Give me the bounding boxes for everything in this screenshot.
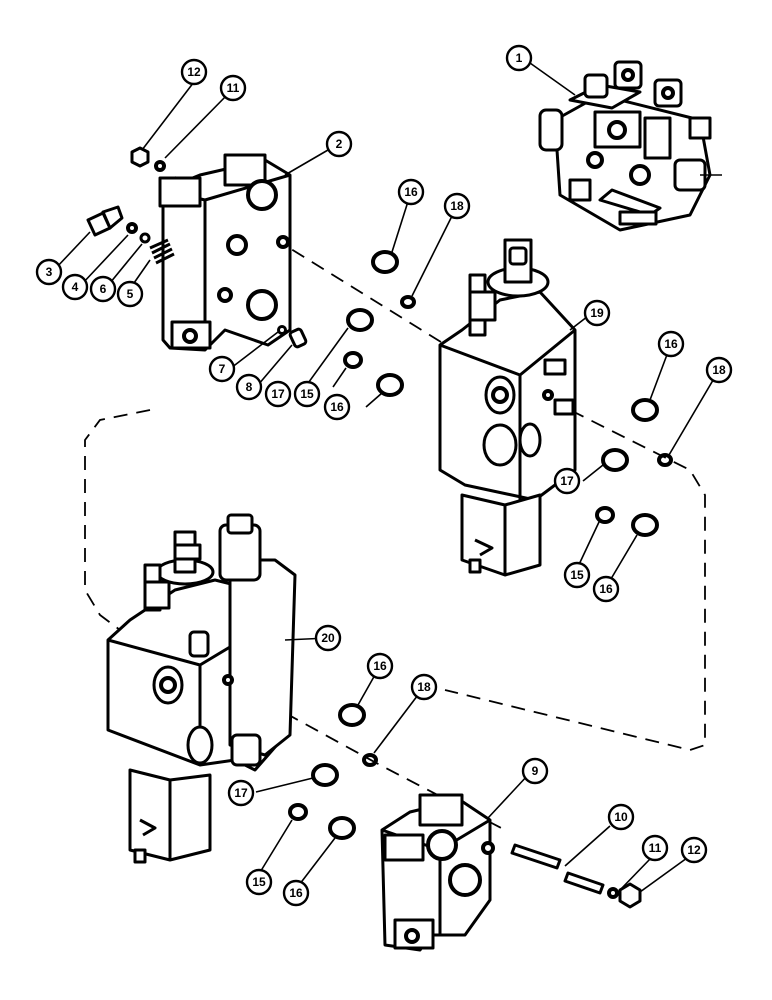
svg-text:18: 18	[450, 199, 464, 213]
svg-text:10: 10	[614, 810, 628, 824]
callout-4: 4	[61, 273, 89, 301]
svg-text:19: 19	[590, 306, 604, 320]
seal-ring-15	[343, 351, 363, 369]
callout-16-e: 16	[366, 652, 394, 680]
tie-stud-10	[510, 843, 605, 895]
callout-11-top: 11	[219, 74, 247, 102]
svg-text:17: 17	[234, 786, 248, 800]
seal-ring-17	[601, 448, 629, 472]
callout-5: 5	[116, 280, 144, 308]
poppet-6	[139, 232, 151, 244]
seal-ring-16	[328, 816, 356, 840]
callout-19: 19	[583, 299, 611, 327]
seal-ring-16	[338, 703, 366, 727]
washer-11-top	[154, 160, 166, 172]
svg-text:18: 18	[712, 363, 726, 377]
seal-ring-17	[346, 308, 374, 332]
callout-15-lower: 15	[245, 868, 273, 896]
seal-ring-15	[595, 506, 615, 524]
callout-15-middle: 15	[563, 561, 591, 589]
callout-17-lower: 17	[227, 779, 255, 807]
callout-9: 9	[521, 757, 549, 785]
ball-7	[277, 325, 287, 335]
seal-ring-18	[657, 453, 673, 467]
seal-ring-16	[631, 398, 659, 422]
svg-text:2: 2	[336, 137, 343, 151]
svg-text:11: 11	[649, 841, 662, 855]
callout-16-a: 16	[397, 178, 425, 206]
plug-8	[288, 327, 308, 349]
callout-16-b: 16	[323, 393, 351, 421]
svg-text:16: 16	[664, 337, 678, 351]
svg-text:9: 9	[532, 764, 539, 778]
leader-lines	[55, 62, 720, 893]
callout-18-middle: 18	[705, 356, 733, 384]
svg-text:1: 1	[516, 51, 523, 65]
inlet-cover-plate	[158, 153, 292, 352]
svg-text:11: 11	[227, 81, 240, 95]
svg-text:15: 15	[300, 387, 314, 401]
svg-text:15: 15	[570, 568, 584, 582]
callout-16-c: 16	[657, 330, 685, 358]
callout-17-upper: 17	[264, 380, 292, 408]
callout-8: 8	[235, 373, 263, 401]
seal-ring-15	[288, 803, 308, 821]
control-section-19	[438, 238, 577, 577]
svg-text:15: 15	[252, 875, 266, 889]
svg-text:16: 16	[289, 886, 303, 900]
outlet-cover-plate	[380, 793, 495, 952]
seal-ring-16	[631, 513, 659, 537]
seal-ring-16	[376, 373, 404, 397]
callout-6: 6	[89, 275, 117, 303]
spring-5	[149, 238, 175, 265]
svg-text:17: 17	[560, 474, 574, 488]
svg-text:12: 12	[187, 65, 201, 79]
svg-text:16: 16	[330, 400, 344, 414]
svg-text:12: 12	[687, 843, 701, 857]
fitting-3	[86, 205, 124, 237]
callout-10: 10	[607, 803, 635, 831]
callout-16-d: 16	[592, 575, 620, 603]
nut-12-bottom	[618, 882, 642, 909]
svg-text:16: 16	[599, 582, 613, 596]
callout-16-f: 16	[282, 879, 310, 907]
svg-text:5: 5	[127, 287, 134, 301]
seal-ring-16	[371, 250, 399, 274]
svg-text:20: 20	[321, 631, 335, 645]
callout-18-upper: 18	[443, 192, 471, 220]
callout-18-lower: 18	[410, 673, 438, 701]
svg-text:16: 16	[404, 185, 418, 199]
svg-text:8: 8	[246, 380, 253, 394]
nut-12-top	[130, 146, 150, 168]
control-section-20	[106, 513, 297, 864]
svg-text:16: 16	[373, 659, 387, 673]
callout-12-top: 12	[180, 58, 208, 86]
valve-assembly-overview	[538, 60, 722, 232]
seal-ring-18	[362, 753, 378, 767]
svg-text:18: 18	[417, 680, 431, 694]
callout-7: 7	[208, 355, 236, 383]
callout-11-bottom: 11	[641, 834, 669, 862]
callout-20: 20	[314, 624, 342, 652]
washer-11-bottom	[607, 887, 619, 899]
svg-text:17: 17	[271, 387, 285, 401]
o-ring-4	[126, 222, 138, 234]
callout-3: 3	[35, 258, 63, 286]
svg-text:3: 3	[46, 265, 53, 279]
callout-17-middle: 17	[553, 467, 581, 495]
svg-text:6: 6	[100, 282, 107, 296]
callout-2: 2	[325, 130, 353, 158]
seal-ring-17	[311, 763, 339, 787]
seal-ring-18	[400, 295, 416, 309]
seal-rings	[288, 250, 673, 840]
svg-text:7: 7	[219, 362, 226, 376]
callout-15-upper: 15	[293, 380, 321, 408]
callout-12-bottom: 12	[680, 836, 708, 864]
svg-text:4: 4	[72, 280, 79, 294]
callout-1: 1	[505, 44, 533, 72]
